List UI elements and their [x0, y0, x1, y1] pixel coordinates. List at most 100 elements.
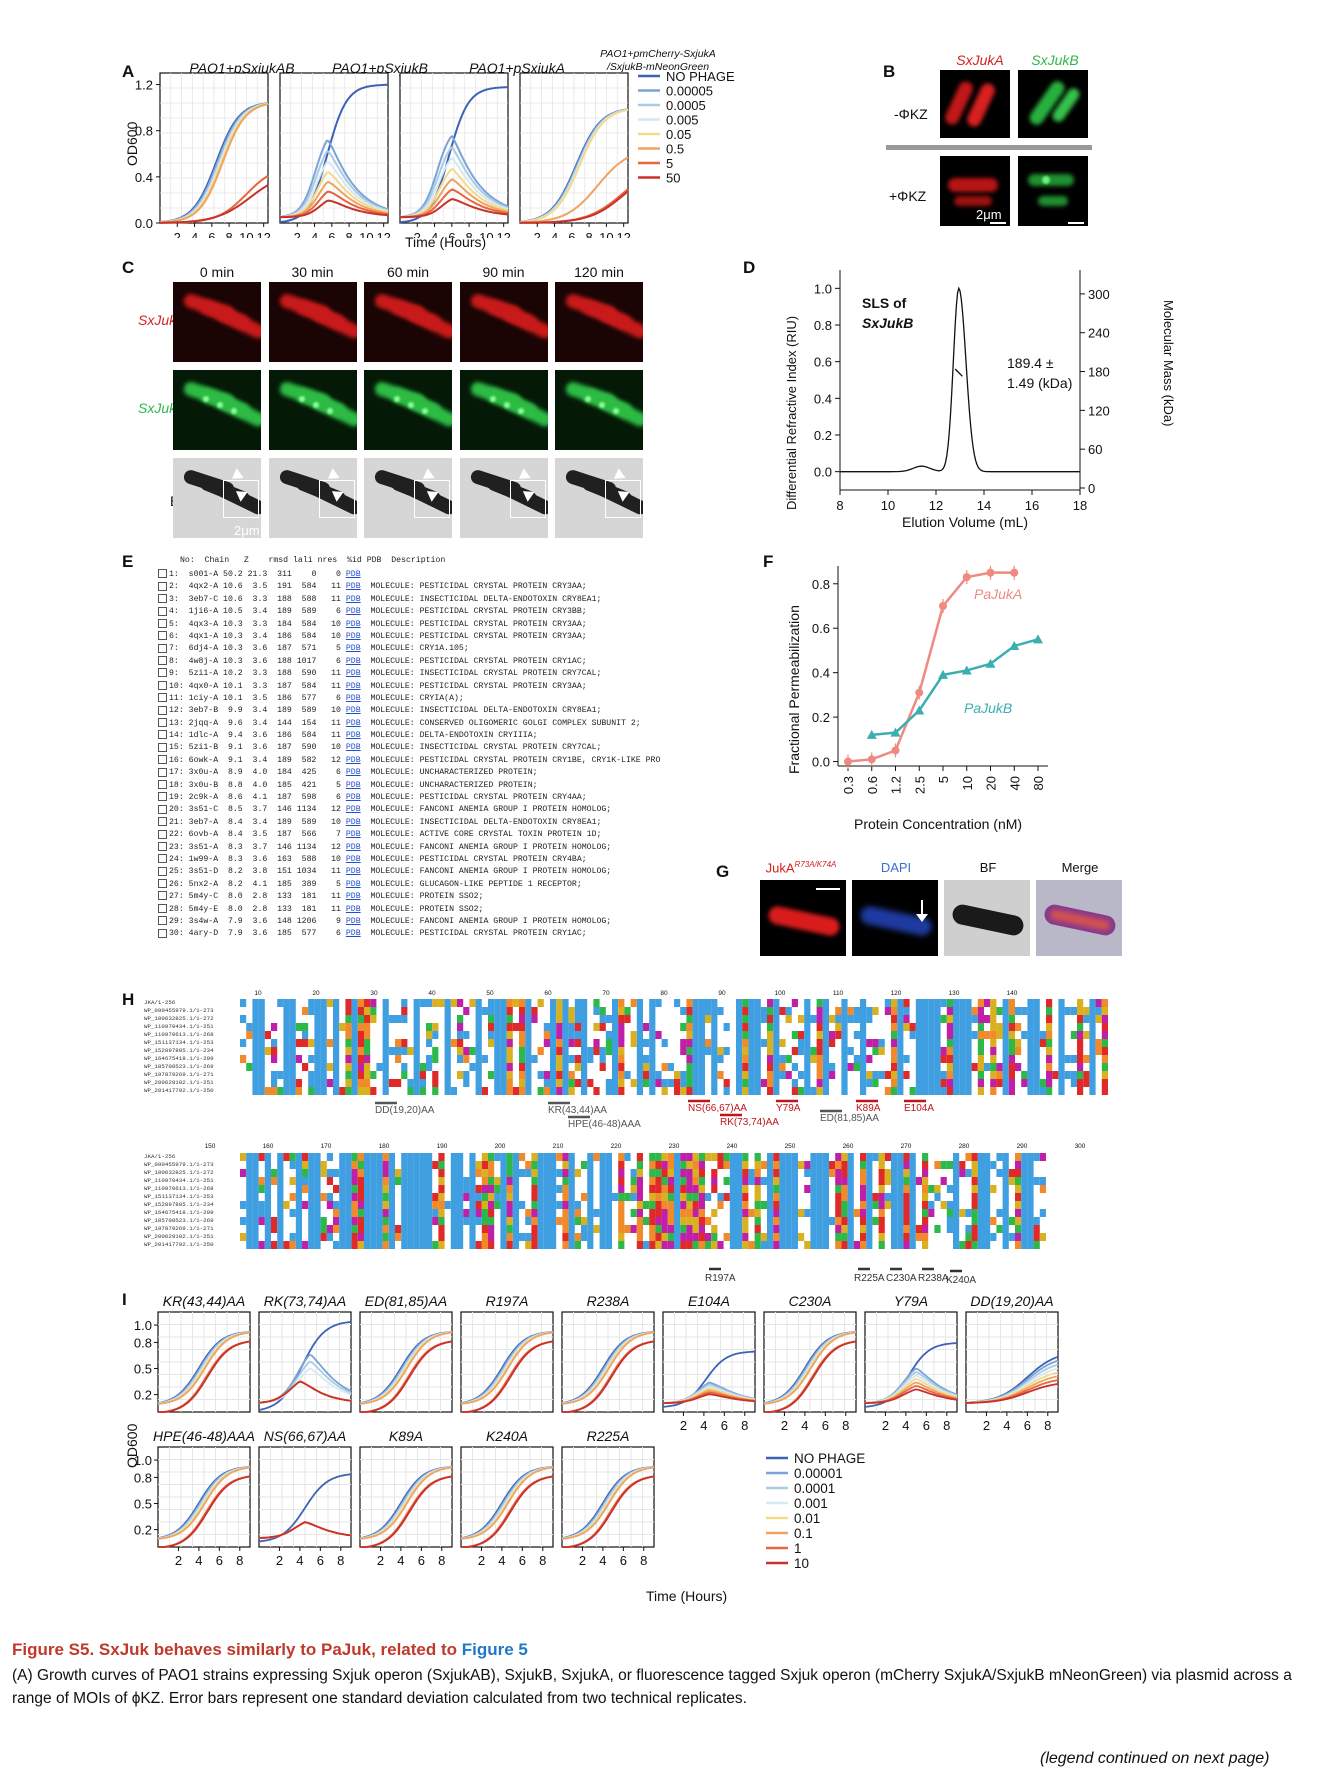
- panel-h-residue: [357, 1007, 364, 1015]
- panel-e-row-checkbox[interactable]: [158, 866, 167, 876]
- panel-h-residue: [599, 1185, 606, 1193]
- panel-e-row-checkbox[interactable]: [158, 779, 167, 789]
- panel-e-pdb-link[interactable]: PDB: [345, 644, 361, 654]
- panel-h-residue: [934, 1071, 941, 1079]
- panel-h-residue: [841, 1015, 848, 1023]
- panel-h-residue: [897, 1161, 904, 1169]
- panel-e-pdb-link[interactable]: PDB: [345, 570, 361, 579]
- panel-e-pdb-link[interactable]: PDB: [345, 743, 361, 753]
- panel-e-pdb-link[interactable]: PDB: [345, 631, 361, 641]
- panel-e-row-checkbox[interactable]: [158, 903, 167, 913]
- panel-h-residue: [754, 1185, 761, 1193]
- panel-e-row-checkbox[interactable]: [158, 804, 167, 814]
- panel-e-row-checkbox[interactable]: [158, 841, 167, 851]
- panel-h-residue: [711, 1153, 718, 1161]
- panel-h-residue: [537, 1225, 544, 1233]
- panel-h-residue: [612, 1079, 619, 1087]
- panel-e-row-checkbox[interactable]: [158, 891, 167, 901]
- panel-h-residue: [965, 1209, 972, 1217]
- panel-h-residue: [965, 1023, 972, 1031]
- panel-e-pdb-link[interactable]: PDB: [345, 793, 361, 803]
- panel-e-row-values: 7: 6dj4-A 10.3 3.6 187 571 5: [169, 644, 346, 654]
- panel-e-row-checkbox[interactable]: [158, 817, 167, 827]
- panel-h-residue: [525, 1233, 532, 1241]
- panel-h-residue: [686, 1169, 693, 1177]
- panel-e-pdb-link[interactable]: PDB: [345, 619, 361, 629]
- panel-e-pdb-link[interactable]: PDB: [345, 607, 361, 617]
- panel-e-row-checkbox[interactable]: [158, 693, 167, 703]
- panel-e-row-checkbox[interactable]: [158, 916, 167, 926]
- panel-h-residue: [990, 999, 997, 1007]
- panel-e-pdb-link[interactable]: PDB: [345, 904, 361, 914]
- panel-e-row-checkbox[interactable]: [158, 668, 167, 678]
- panel-h-residue: [370, 1241, 377, 1249]
- panel-e-pdb-link[interactable]: PDB: [345, 916, 361, 926]
- panel-e-row-checkbox[interactable]: [158, 618, 167, 628]
- panel-e-row-checkbox[interactable]: [158, 879, 167, 889]
- panel-h-residue: [333, 1023, 340, 1031]
- panel-h-residue: [283, 1079, 290, 1087]
- panel-h-residue: [426, 1055, 433, 1063]
- panel-h-residue: [810, 1193, 817, 1201]
- panel-e-row-checkbox[interactable]: [158, 594, 167, 604]
- panel-e-pdb-link[interactable]: PDB: [345, 693, 361, 703]
- panel-e-row-checkbox[interactable]: [158, 581, 167, 591]
- panel-e-row-checkbox[interactable]: [158, 854, 167, 864]
- panel-e-row-checkbox[interactable]: [158, 829, 167, 839]
- panel-e-pdb-link[interactable]: PDB: [345, 718, 361, 728]
- panel-e-pdb-link[interactable]: PDB: [345, 854, 361, 864]
- panel-e-row-checkbox[interactable]: [158, 705, 167, 715]
- panel-a-ytick-label: 0.4: [135, 170, 153, 185]
- panel-h-residue: [909, 1225, 916, 1233]
- panel-e-row-checkbox[interactable]: [158, 792, 167, 802]
- panel-h-residue: [556, 1015, 563, 1023]
- panel-e-pdb-link[interactable]: PDB: [345, 830, 361, 840]
- panel-e-row-checkbox[interactable]: [158, 569, 167, 579]
- panel-h-residue: [494, 1185, 501, 1193]
- panel-e-row-checkbox[interactable]: [158, 742, 167, 752]
- panel-h-residue: [661, 1161, 668, 1169]
- panel-h-residue: [636, 1007, 643, 1015]
- panel-e-pdb-link[interactable]: PDB: [345, 594, 361, 604]
- panel-e-pdb-link[interactable]: PDB: [345, 892, 361, 902]
- panel-h-residue: [488, 1153, 495, 1161]
- panel-e-row-checkbox[interactable]: [158, 718, 167, 728]
- panel-e-pdb-link[interactable]: PDB: [345, 731, 361, 741]
- panel-e-row-checkbox[interactable]: [158, 606, 167, 616]
- panel-h-residue: [246, 1225, 253, 1233]
- panel-e-pdb-link[interactable]: PDB: [345, 669, 361, 679]
- panel-e-pdb-link[interactable]: PDB: [345, 706, 361, 716]
- panel-e-row-checkbox[interactable]: [158, 755, 167, 765]
- panel-e-pdb-link[interactable]: PDB: [345, 867, 361, 877]
- panel-h-residue: [649, 1015, 656, 1023]
- panel-e-pdb-link[interactable]: PDB: [345, 780, 361, 790]
- panel-e-row-checkbox[interactable]: [158, 643, 167, 653]
- panel-e-pdb-link[interactable]: PDB: [345, 842, 361, 852]
- panel-e-row-checkbox[interactable]: [158, 656, 167, 666]
- panel-h-residue: [345, 1161, 352, 1169]
- panel-e-pdb-link[interactable]: PDB: [345, 805, 361, 815]
- panel-e-pdb-link[interactable]: PDB: [345, 768, 361, 778]
- panel-c-img-juka: [555, 282, 643, 362]
- panel-h-residue: [500, 1161, 507, 1169]
- panel-h-residue: [240, 1015, 247, 1023]
- panel-e-row-description: MOLECULE: ACTIVE CORE CRYSTAL TOXIN PROT…: [360, 830, 602, 840]
- panel-h-residue: [1021, 1153, 1028, 1161]
- panel-e-row-checkbox[interactable]: [158, 928, 167, 938]
- panel-e-pdb-link[interactable]: PDB: [345, 879, 361, 889]
- panel-e-row-checkbox[interactable]: [158, 631, 167, 641]
- panel-e-row-checkbox[interactable]: [158, 730, 167, 740]
- panel-h-residue: [562, 1087, 569, 1095]
- caption-figure-link[interactable]: Figure 5: [461, 1640, 528, 1659]
- panel-e-pdb-link[interactable]: PDB: [345, 929, 361, 939]
- panel-e-row-checkbox[interactable]: [158, 767, 167, 777]
- panel-e-row-checkbox[interactable]: [158, 680, 167, 690]
- panel-e-pdb-link[interactable]: PDB: [345, 656, 361, 666]
- panel-e-pdb-link[interactable]: PDB: [345, 681, 361, 691]
- panel-e-pdb-link[interactable]: PDB: [345, 817, 361, 827]
- panel-h-residue: [550, 1169, 557, 1177]
- panel-e-pdb-link[interactable]: PDB: [345, 755, 361, 765]
- panel-h-residue: [798, 1209, 805, 1217]
- panel-e-pdb-link[interactable]: PDB: [345, 582, 361, 592]
- panel-h-residue: [686, 1241, 693, 1249]
